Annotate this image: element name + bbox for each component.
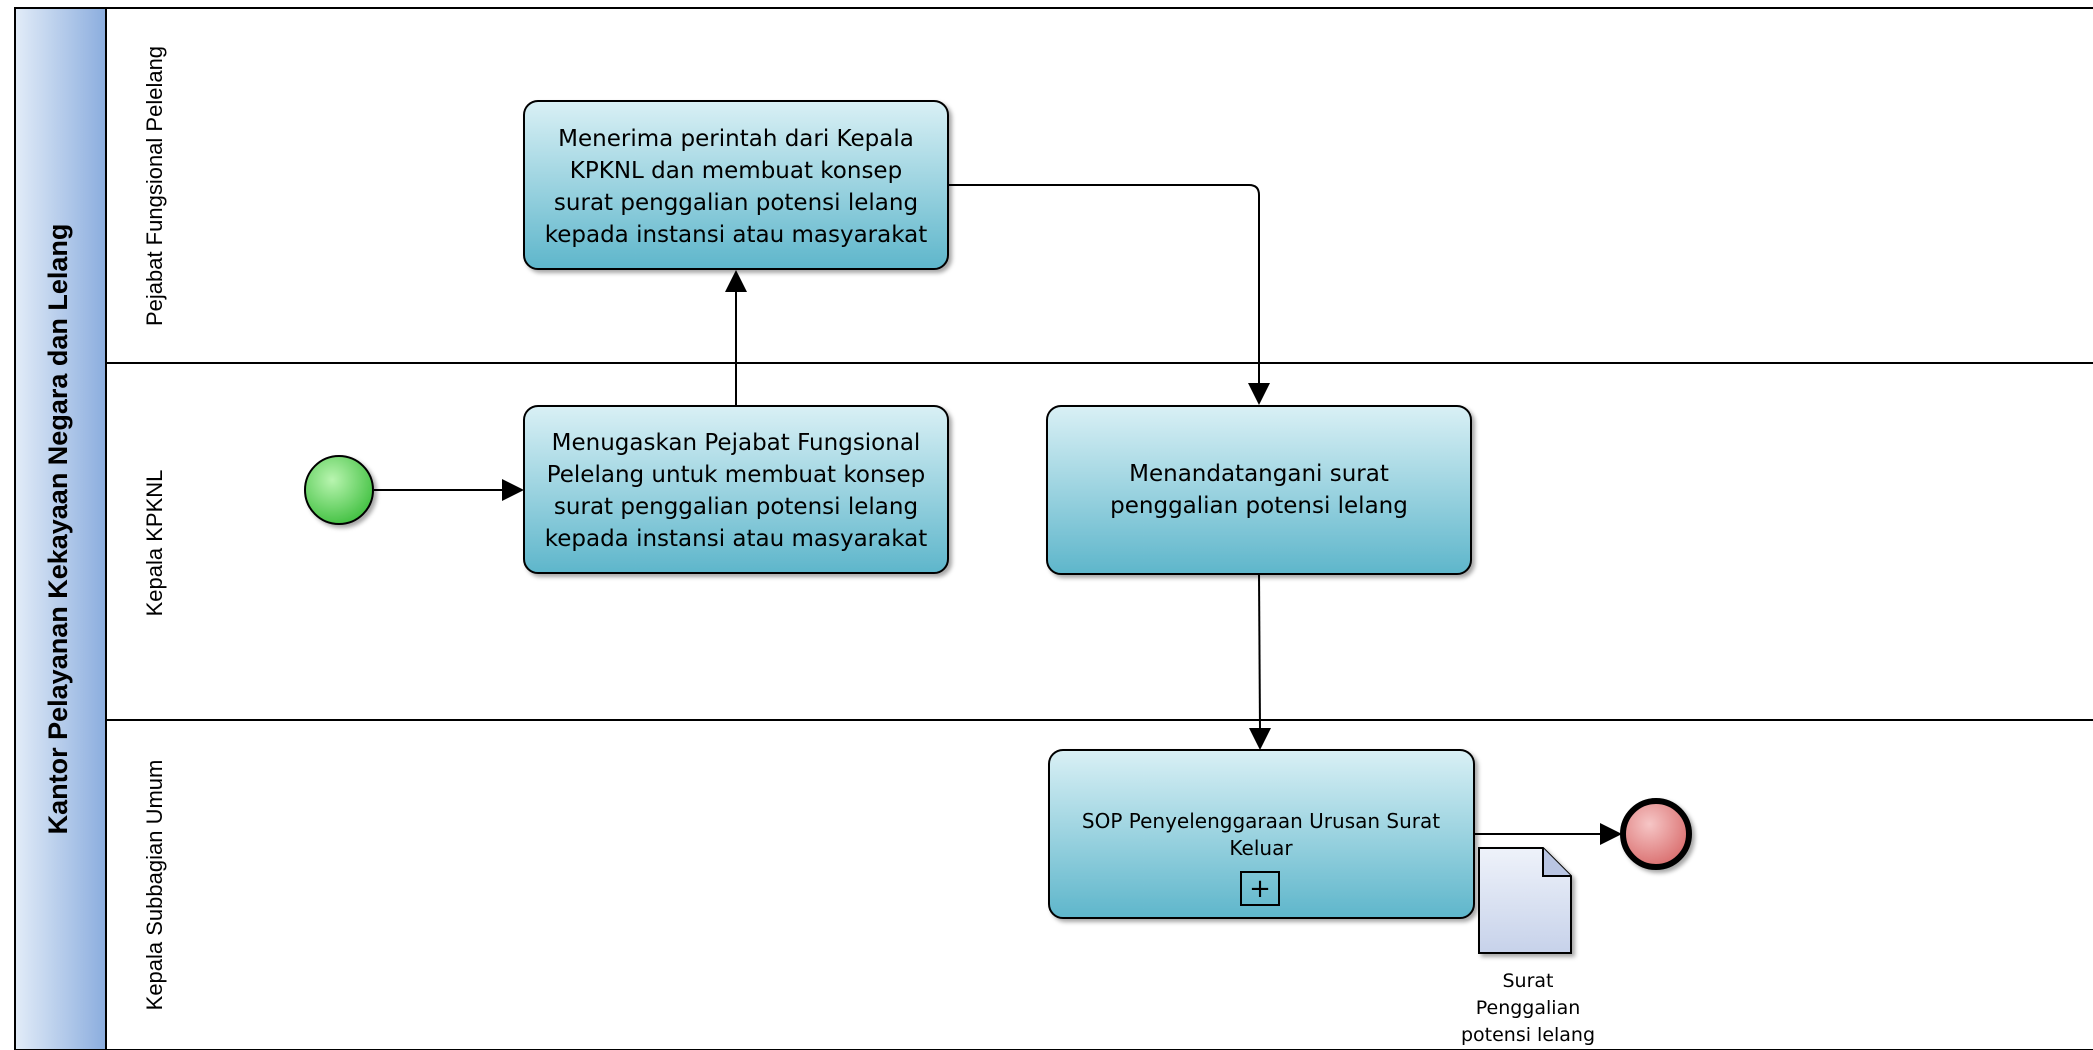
flow-menandatangani-to-sop (1258, 573, 1261, 731)
arrowhead-icon (502, 479, 524, 501)
task-label-line: Pelelang untuk membuat konsep (547, 462, 926, 488)
start-event[interactable] (304, 455, 374, 525)
document-label-line: potensi lelang (1461, 1024, 1595, 1046)
pool-title: Kantor Pelayanan Kekayaan Negara dan Lel… (43, 224, 73, 835)
lane-label-kepala-subbagian: Kepala Subbagian Umum (142, 760, 167, 1011)
task-menandatangani[interactable]: Menandatangani surat penggalian potensi … (1046, 405, 1472, 575)
arrowhead-icon (725, 270, 747, 292)
task-label-line: Menerima perintah dari Kepala (558, 126, 914, 152)
document-fold (1542, 848, 1571, 877)
data-object-surat[interactable]: Surat Penggalian potensi lelang (1461, 847, 1595, 1046)
document-label-line: Surat (1502, 970, 1553, 992)
lane-label-pejabat-fungsional: Pejabat Fungsional Pelelang (142, 46, 167, 326)
arrowhead-icon (1248, 383, 1270, 405)
task-label-line: KPKNL dan membuat konsep (570, 158, 902, 184)
lane-label-kepala-kpknl: Kepala KPKNL (142, 470, 167, 617)
expand-subprocess-icon[interactable]: + (1240, 871, 1280, 906)
task-label-line: Menandatangani surat (1129, 461, 1389, 487)
task-label-line: surat penggalian potensi lelang (554, 494, 918, 520)
arrowhead-icon (1249, 728, 1271, 750)
task-label-line: Keluar (1229, 836, 1293, 860)
end-event-icon (1620, 798, 1692, 870)
task-label-line: Menugaskan Pejabat Fungsional (552, 430, 921, 456)
task-label-line: kepada instansi atau masyarakat (545, 222, 928, 248)
task-menugaskan[interactable]: Menugaskan Pejabat Fungsional Pelelang u… (523, 405, 949, 574)
task-menerima-perintah[interactable]: Menerima perintah dari Kepala KPKNL dan … (523, 100, 949, 270)
sequence-flows (374, 184, 1622, 845)
expand-marker: + (1249, 874, 1271, 904)
flow-menerima-to-menandatangani (948, 184, 1260, 385)
subprocess-sop-surat-keluar[interactable]: SOP Penyelenggaraan Urusan Surat Keluar … (1048, 749, 1475, 919)
task-label-line: surat penggalian potensi lelang (554, 190, 918, 216)
task-label-line: penggalian potensi lelang (1110, 493, 1408, 519)
task-label-line: kepada instansi atau masyarakat (545, 526, 928, 552)
end-event[interactable] (1620, 798, 1692, 870)
arrowhead-icon (1600, 823, 1622, 845)
lanes: Pejabat Fungsional Pelelang Kepala KPKNL… (105, 7, 2093, 1050)
start-event-icon (304, 455, 374, 525)
document-label-line: Penggalian (1476, 997, 1581, 1019)
task-label-line: SOP Penyelenggaraan Urusan Surat (1082, 809, 1440, 833)
pool-header (14, 7, 107, 1050)
